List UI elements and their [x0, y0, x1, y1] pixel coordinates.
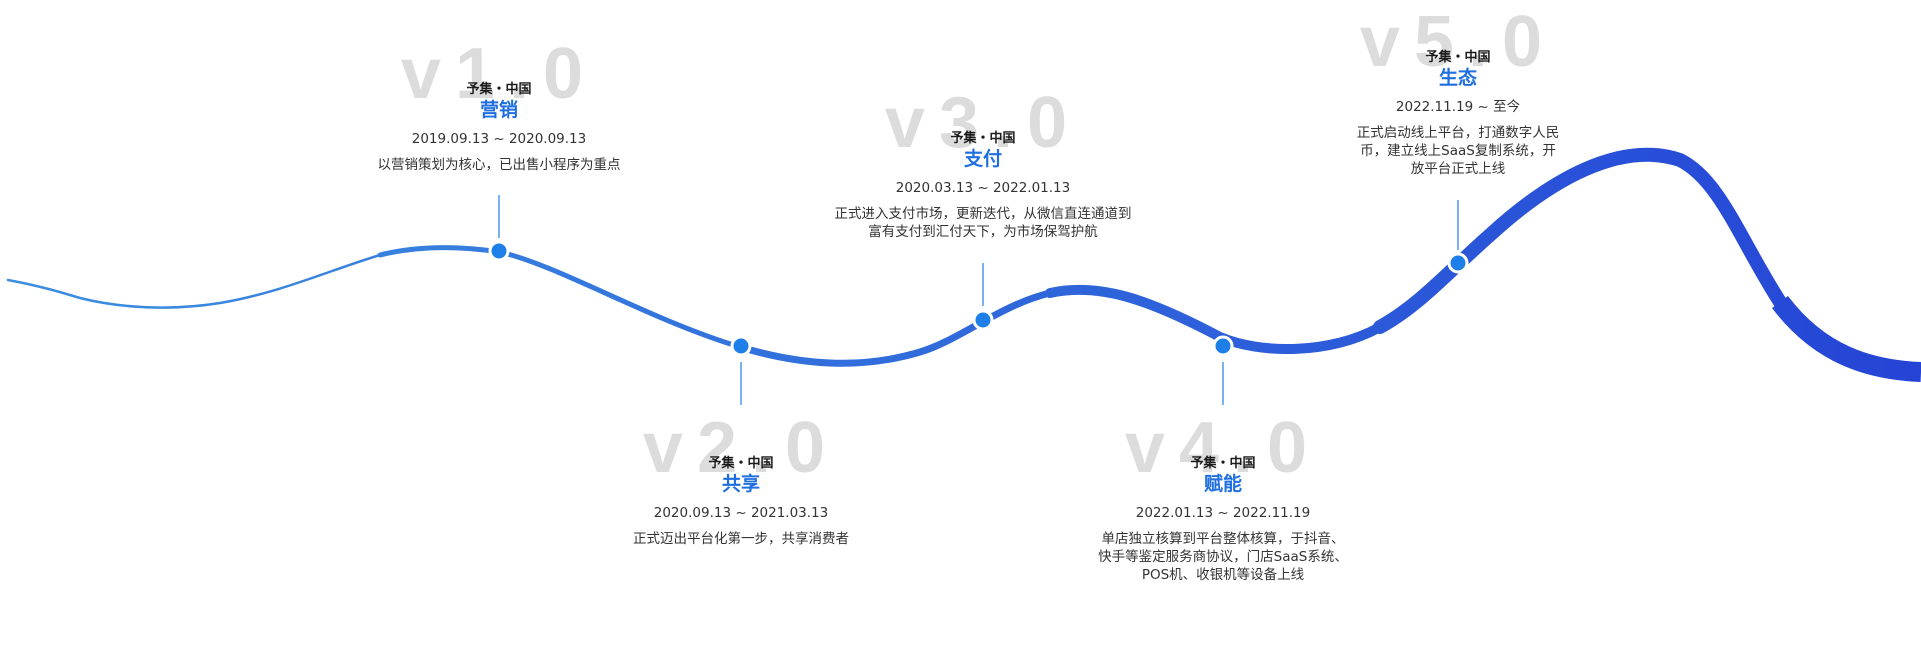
- milestone-title: 支付: [963, 148, 1002, 170]
- milestone-dates: 2020.09.13 ~ 2021.03.13: [653, 505, 829, 521]
- brand-label: 予集・中国: [466, 82, 532, 97]
- brand-label: 予集・中国: [1190, 456, 1256, 471]
- milestone-title: 生态: [1438, 67, 1477, 89]
- milestone-v1: v1.0 予集・中国 营销 2019.09.13 ~ 2020.09.13 以营…: [339, 38, 659, 174]
- milestone-description: 正式迈出平台化第一步，共享消费者: [633, 531, 849, 547]
- curve-segment-lead: [6, 253, 382, 309]
- milestone-dot-3: [972, 309, 994, 331]
- milestone-v5: v5.0 予集・中国 生态 2022.11.19 ~ 至今 正式启动线上平台，打…: [1298, 6, 1618, 178]
- brand-label: 予集・中国: [1425, 50, 1491, 65]
- milestone-title: 共享: [721, 473, 760, 495]
- brand-label: 予集・中国: [950, 131, 1016, 146]
- milestone-dates: 2020.03.13 ~ 2022.01.13: [895, 180, 1071, 196]
- milestone-description: 以营销策划为核心，已出售小程序为重点: [377, 157, 621, 173]
- milestone-v2: v2.0 予集・中国 共享 2020.09.13 ~ 2021.03.13 正式…: [581, 412, 901, 548]
- version-watermark: v2.0: [642, 408, 840, 488]
- milestone-dot-2: [730, 335, 752, 357]
- version-watermark: v5.0: [1359, 2, 1557, 82]
- milestone-title: 营销: [479, 99, 518, 121]
- milestone-dates: 2022.11.19 ~ 至今: [1395, 99, 1521, 115]
- version-watermark: v1.0: [400, 34, 598, 114]
- brand-label: 予集・中国: [708, 456, 774, 471]
- curve-segment-5: [1772, 295, 1921, 382]
- milestone-dot-1: [488, 240, 510, 262]
- milestone-description: 单店独立核算到平台整体核算，于抖音、快手等鉴定服务商协议，门店SaaS系统、PO…: [1098, 531, 1348, 583]
- version-watermark: v4.0: [1124, 408, 1322, 488]
- curve-segment-1: [377, 245, 743, 350]
- version-watermark: v3.0: [884, 83, 1082, 163]
- milestone-dot-4: [1212, 335, 1234, 357]
- milestone-v4: v4.0 予集・中国 赋能 2022.01.13 ~ 2022.11.19 单店…: [1063, 412, 1383, 584]
- curve-segment-4: [1373, 147, 1787, 334]
- milestone-dates: 2022.01.13 ~ 2022.11.19: [1135, 505, 1311, 521]
- milestone-title: 赋能: [1203, 473, 1242, 495]
- milestone-description: 正式进入支付市场，更新迭代，从微信直连通道到富有支付到汇付天下，为市场保驾护航: [834, 206, 1132, 240]
- milestone-v3: v3.0 予集・中国 支付 2020.03.13 ~ 2022.01.13 正式…: [823, 87, 1143, 241]
- curve-segment-2: [736, 289, 1054, 367]
- milestone-dates: 2019.09.13 ~ 2020.09.13: [411, 131, 587, 147]
- milestone-dot-5: [1447, 252, 1469, 274]
- milestone-description: 正式启动线上平台，打通数字人民币，建立线上SaaS复制系统，开放平台正式上线: [1356, 125, 1560, 177]
